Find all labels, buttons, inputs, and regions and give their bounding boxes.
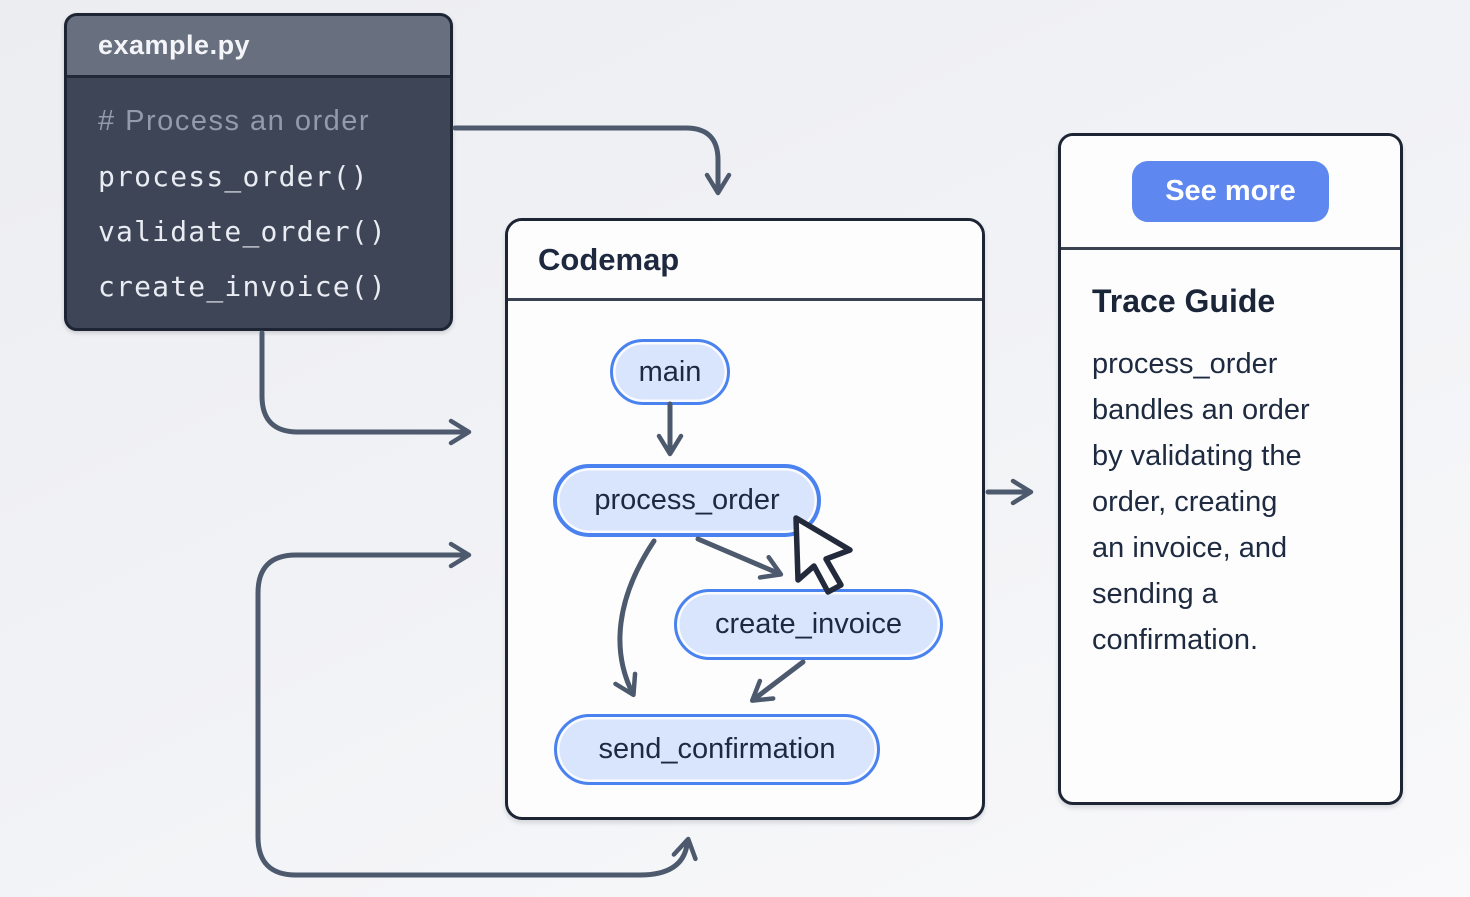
editor-titlebar[interactable]: example.py	[67, 16, 450, 78]
codemap-title: Codemap	[538, 241, 680, 277]
codemap-node-process-order[interactable]: process_order	[553, 464, 821, 537]
trace-guide-panel: See more Trace Guide process_order bandl…	[1058, 133, 1403, 805]
trace-guide-title: Trace Guide	[1092, 283, 1276, 319]
editor-code-area[interactable]: # Process an order process_order() valid…	[67, 78, 450, 328]
code-line-comment: # Process an order	[98, 105, 371, 137]
arrow-editor-to-codemap-top	[452, 125, 732, 196]
codemap-node-main[interactable]: main	[610, 339, 730, 405]
editor-filename: example.py	[98, 30, 251, 60]
code-line: create_invoice()	[98, 270, 387, 303]
codemap-node-send-confirmation[interactable]: send_confirmation	[554, 714, 880, 785]
arrow-editor-to-codemap-left	[259, 330, 472, 446]
see-more-button[interactable]: See more	[1132, 161, 1329, 222]
code-line: process_order()	[98, 160, 369, 193]
codemap-panel: Codemap main process_order create_invoic…	[505, 218, 985, 820]
codemap-titlebar: Codemap	[508, 221, 982, 301]
trace-panel-header: See more	[1061, 136, 1400, 250]
code-line: validate_order()	[98, 215, 387, 248]
trace-guide-body: process_order bandles an order by valida…	[1092, 348, 1310, 656]
codemap-node-create-invoice[interactable]: create_invoice	[674, 589, 943, 660]
trace-content: Trace Guide process_order bandles an ord…	[1092, 247, 1374, 663]
editor-window: example.py # Process an order process_or…	[64, 13, 453, 331]
